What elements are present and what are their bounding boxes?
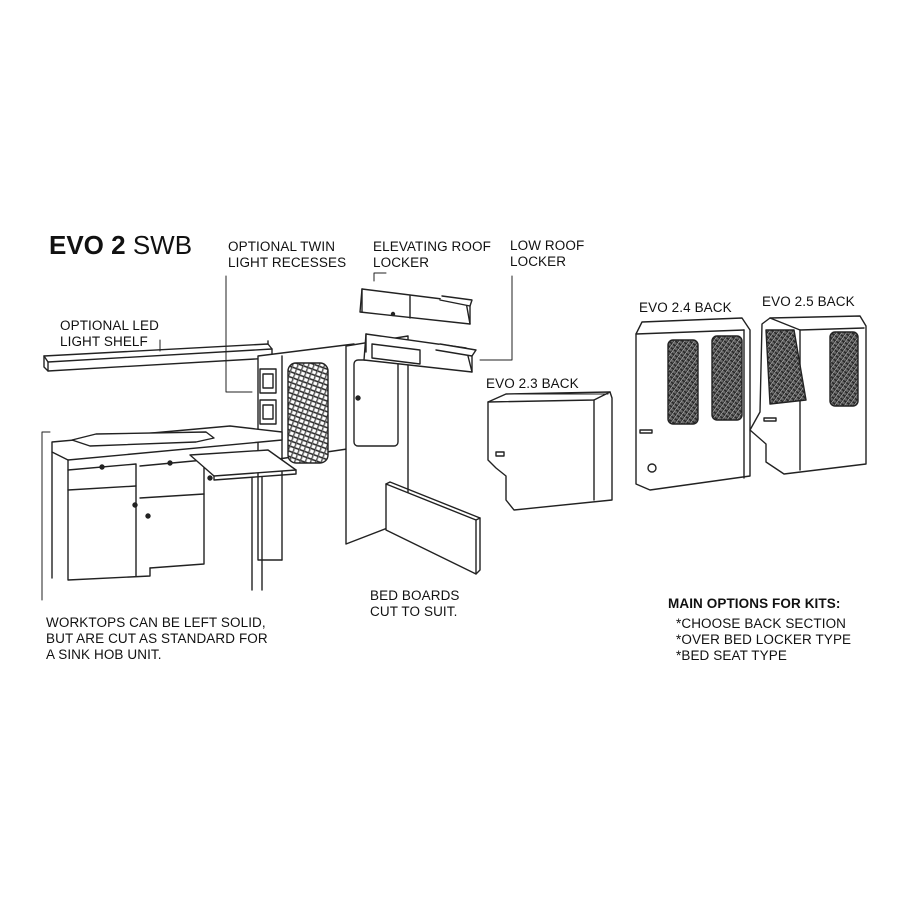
label-led-shelf: OPTIONAL LED LIGHT SHELF <box>60 318 159 350</box>
evo-2-5-back <box>749 315 867 475</box>
label-line: LOCKER <box>510 254 567 269</box>
label-elevating-roof: ELEVATING ROOF LOCKER <box>373 239 491 271</box>
label-twin-light: OPTIONAL TWIN LIGHT RECESSES <box>228 239 346 271</box>
elevating-roof-locker <box>359 288 473 325</box>
label-line: LOCKER <box>373 255 430 270</box>
leader-low-roof <box>479 275 513 361</box>
label-low-roof: LOW ROOF LOCKER <box>510 238 584 270</box>
label-evo-2-4: EVO 2.4 BACK <box>639 300 732 315</box>
label-evo-2-3: EVO 2.3 BACK <box>486 376 579 391</box>
low-roof-locker <box>363 333 477 373</box>
label-line: BED BOARDS <box>370 588 460 603</box>
bed-boards <box>385 481 481 575</box>
option-item: *OVER BED LOCKER TYPE <box>676 632 852 647</box>
kitchen-unit <box>51 425 283 581</box>
side-wall-panel <box>257 343 355 561</box>
leader-elevating-roof <box>373 272 387 282</box>
label-line: CUT TO SUIT. <box>370 604 458 619</box>
label-bed-boards: BED BOARDS CUT TO SUIT. <box>370 588 460 620</box>
label-worktops: WORKTOPS CAN BE LEFT SOLID, BUT ARE CUT … <box>46 615 268 663</box>
option-item: *CHOOSE BACK SECTION <box>676 616 847 631</box>
label-line: LIGHT SHELF <box>60 334 148 349</box>
label-line: ELEVATING ROOF <box>373 239 491 254</box>
main-options: MAIN OPTIONS FOR KITS: *CHOOSE BACK SECT… <box>668 596 851 664</box>
page-title: EVO 2 SWB <box>49 230 192 261</box>
evo-2-4-back <box>635 317 751 491</box>
table <box>189 449 297 591</box>
label-line: OPTIONAL TWIN <box>228 239 336 254</box>
title-normal: SWB <box>132 230 193 260</box>
option-item: *BED SEAT TYPE <box>676 648 787 663</box>
main-options-heading: MAIN OPTIONS FOR KITS: <box>668 596 841 611</box>
leader-worktops <box>41 431 51 601</box>
label-line: WORKTOPS CAN BE LEFT SOLID, <box>46 615 266 630</box>
label-line: LOW ROOF <box>510 238 585 253</box>
leader-twin-light <box>225 275 253 393</box>
evo-2-3-back <box>487 391 613 511</box>
title-bold: EVO 2 <box>49 230 126 260</box>
label-line: A SINK HOB UNIT. <box>46 647 162 662</box>
label-line: OPTIONAL LED <box>60 318 159 333</box>
label-evo-2-5: EVO 2.5 BACK <box>762 294 855 309</box>
label-line: BUT ARE CUT AS STANDARD FOR <box>46 631 268 646</box>
label-line: LIGHT RECESSES <box>228 255 347 270</box>
